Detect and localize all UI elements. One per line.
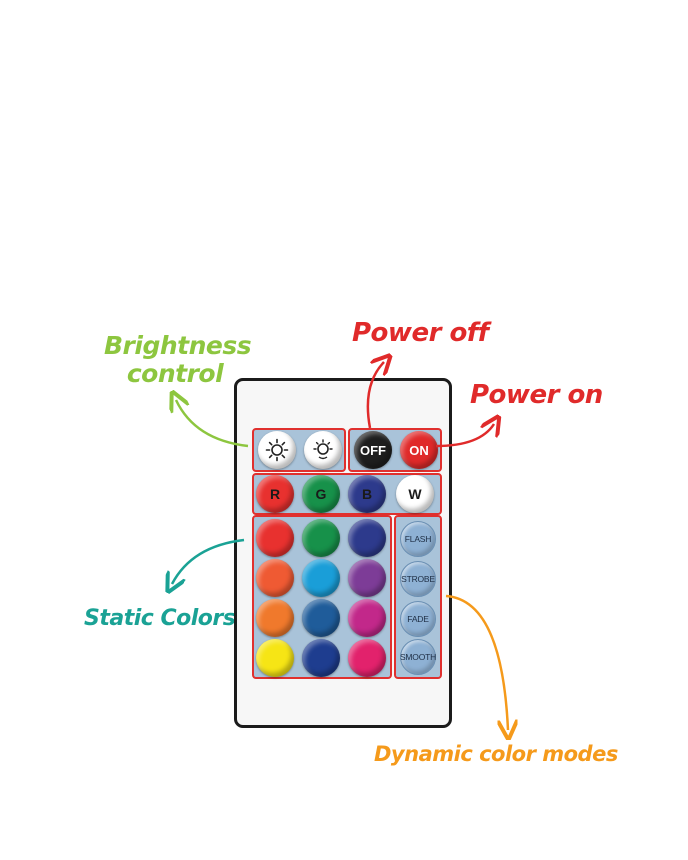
strobe-button[interactable]: STROBE: [400, 561, 436, 597]
color-button[interactable]: [302, 639, 340, 677]
red-button[interactable]: R: [256, 475, 294, 513]
power-panel: OFF ON: [348, 428, 442, 472]
color-button[interactable]: [348, 599, 386, 637]
static-colors-panel: [252, 515, 392, 679]
brightness-down-button[interactable]: [304, 431, 342, 469]
power-on-label: Power on: [470, 380, 603, 410]
white-button[interactable]: W: [396, 475, 434, 513]
green-button[interactable]: G: [302, 475, 340, 513]
rgb-panel: R G B W: [252, 473, 442, 515]
color-button[interactable]: [302, 559, 340, 597]
smooth-button[interactable]: SMOOTH: [400, 639, 436, 675]
brightness-up-button[interactable]: [258, 431, 296, 469]
brightness-panel: [252, 428, 346, 472]
bright-sun-icon: [265, 438, 289, 462]
blue-button[interactable]: B: [348, 475, 386, 513]
off-button[interactable]: OFF: [354, 431, 392, 469]
dynamic-modes-panel: FLASH STROBE FADE SMOOTH: [394, 515, 442, 679]
fade-button[interactable]: FADE: [400, 601, 436, 637]
color-button[interactable]: [256, 519, 294, 557]
static-colors-label: Static Colors: [84, 606, 236, 631]
color-button[interactable]: [348, 519, 386, 557]
on-button[interactable]: ON: [400, 431, 438, 469]
dynamic-modes-arrow: [445, 594, 508, 730]
brightness-label-line1: Brightness: [104, 331, 252, 360]
remote-control: OFF ON R G B W FLASH STROBE FADE SMOOTH: [234, 378, 452, 728]
color-button[interactable]: [256, 639, 294, 677]
power-off-label: Power off: [352, 318, 489, 348]
brightness-label-line2: control: [126, 359, 224, 388]
color-button[interactable]: [256, 599, 294, 637]
dim-sun-icon: [313, 439, 333, 460]
dynamic-color-modes-label: Dynamic color modes: [374, 742, 618, 766]
color-button[interactable]: [256, 559, 294, 597]
color-button[interactable]: [302, 599, 340, 637]
color-button[interactable]: [348, 559, 386, 597]
brightness-control-label: Brightness control: [104, 331, 252, 388]
color-button[interactable]: [348, 639, 386, 677]
color-button[interactable]: [302, 519, 340, 557]
flash-button[interactable]: FLASH: [400, 521, 436, 557]
